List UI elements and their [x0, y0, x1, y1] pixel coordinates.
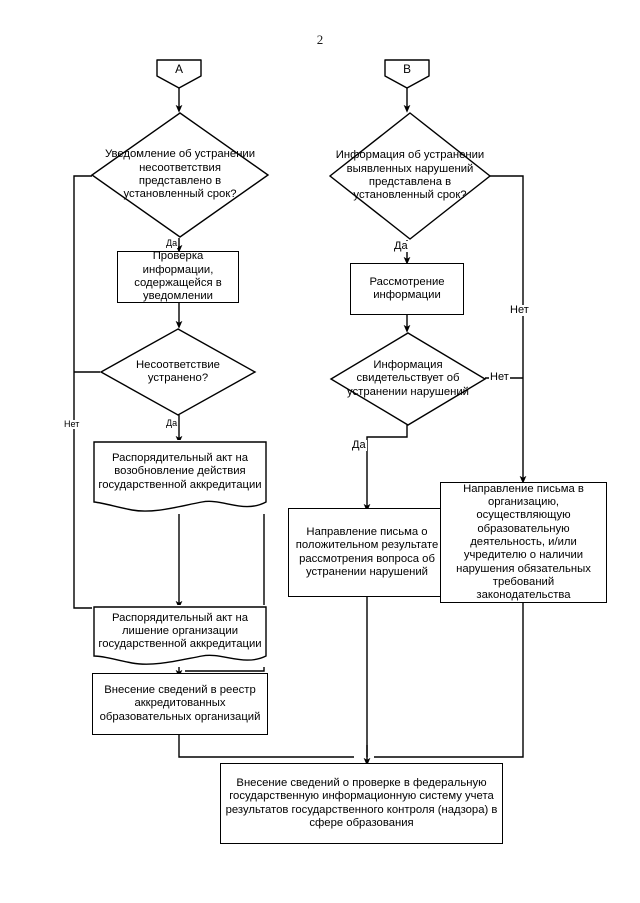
- connector-node-a[interactable]: А: [155, 58, 203, 90]
- decision-info-in-time[interactable]: Информация об устранении выявленных нару…: [328, 111, 492, 241]
- decision-notice-in-time[interactable]: Уведомление об устранении несоответствия…: [90, 111, 270, 239]
- page-number: 2: [316, 32, 324, 47]
- decision-info-confirms[interactable]: Информация свидетельствует об устранении…: [329, 331, 487, 427]
- decision-info-in-time-label: Информация об устранении выявленных нару…: [335, 149, 485, 202]
- process-registry-entry[interactable]: Внесение сведений в реестр аккредитованн…: [92, 673, 268, 735]
- connector-a-label: А: [175, 62, 183, 77]
- document-resume-accreditation[interactable]: Распорядительный акт на возобновление де…: [92, 440, 268, 514]
- decision-nonconformity-fixed-label: Несоответствие устранено?: [136, 358, 220, 384]
- edge-p4-to-bottom-bus: [374, 603, 524, 758]
- connector-node-b[interactable]: В: [383, 58, 431, 90]
- process-check-info[interactable]: Проверка информации, содержащейся в увед…: [117, 250, 239, 303]
- process-letter-positive[interactable]: Направление письма о положительном резул…: [288, 508, 446, 597]
- edge-d4-yes-to-p3: [363, 425, 408, 512]
- edge-label-d2-no: Нет: [509, 304, 530, 316]
- process-review-info-label: Рассмотрение информации: [369, 275, 445, 301]
- edge-label-d4-no: Нет: [489, 371, 510, 383]
- document-revoke-accreditation[interactable]: Распорядительный акт на лишение организа…: [92, 605, 268, 667]
- document-resume-accreditation-label: Распорядительный акт на возобновление де…: [98, 452, 262, 491]
- decision-notice-in-time-label: Уведомление об устранении несоответствия…: [104, 148, 256, 201]
- edge-label-d1-no: Нет: [63, 419, 81, 429]
- process-check-info-label: Проверка информации, содержащейся в увед…: [134, 250, 222, 303]
- decision-info-confirms-label: Информация свидетельствует об устранении…: [347, 359, 469, 398]
- process-letter-violation[interactable]: Направление письма в организацию, осущес…: [440, 482, 607, 603]
- edge-d2-no-to-p4: [490, 175, 527, 484]
- connector-b-label: В: [403, 62, 411, 77]
- document-revoke-accreditation-label: Распорядительный акт на лишение организа…: [98, 611, 262, 651]
- edge-label-d1-yes: Да: [165, 238, 179, 248]
- edge-p5-to-bottom-bus: [178, 735, 354, 758]
- process-registry-entry-label: Внесение сведений в реестр аккредитованн…: [99, 684, 261, 723]
- process-letter-violation-label: Направление письма в организацию, осущес…: [456, 482, 591, 602]
- decision-nonconformity-fixed[interactable]: Несоответствие устранено?: [99, 327, 257, 417]
- edge-label-d3-yes: Да: [165, 418, 179, 428]
- edge-label-d2-yes: Да: [393, 240, 409, 252]
- process-federal-system-label: Внесение сведений о проверке в федеральн…: [225, 776, 498, 829]
- edge-label-d4-yes: Да: [351, 439, 367, 451]
- process-federal-system[interactable]: Внесение сведений о проверке в федеральн…: [220, 763, 503, 844]
- process-review-info[interactable]: Рассмотрение информации: [350, 263, 464, 315]
- process-letter-positive-label: Направление письма о положительном резул…: [295, 525, 439, 578]
